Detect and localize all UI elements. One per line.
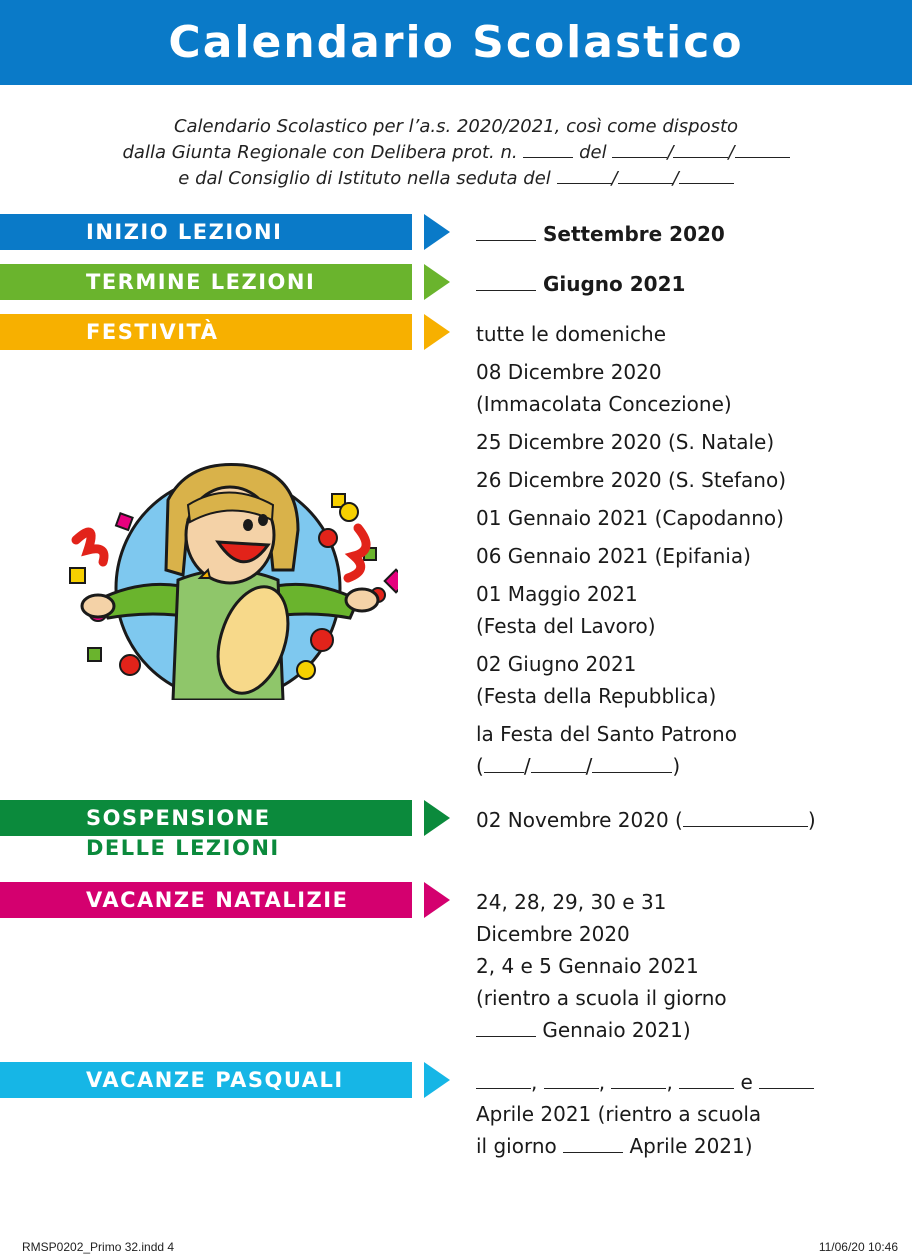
value-text: Settembre 2020 bbox=[542, 222, 725, 246]
conjunction: e bbox=[740, 1070, 753, 1094]
festivita-item: la Festa del Santo Patrono bbox=[476, 722, 737, 746]
slash: / bbox=[667, 142, 674, 163]
band-label: INIZIO LEZIONI bbox=[86, 220, 283, 244]
blank-month bbox=[530, 758, 586, 773]
festivita-item: tutte le domeniche bbox=[476, 322, 667, 346]
festivita-item: 08 Dicembre 2020 bbox=[476, 360, 662, 384]
blank-year bbox=[734, 143, 790, 158]
intro-text: Calendario Scolastico per l’a.s. 2020/20… bbox=[0, 114, 912, 192]
band-label: FESTIVITÀ bbox=[86, 320, 219, 344]
intro-consiglio-text: e dal Consiglio di Istituto nella seduta… bbox=[178, 168, 551, 189]
intro-del-text: del bbox=[579, 142, 607, 163]
slash: / bbox=[523, 754, 531, 778]
festivita-item: (Festa della Repubblica) bbox=[476, 684, 717, 708]
festivita-item: 06 Gennaio 2021 (Epifania) bbox=[476, 544, 751, 568]
value-pasquali: , , , e Aprile 2021 (rientro a scuola il… bbox=[476, 1066, 815, 1162]
footer-timestamp: 11/06/20 10:46 bbox=[818, 1240, 898, 1254]
band-sospensione: SOSPENSIONE bbox=[0, 800, 412, 836]
blank-day bbox=[759, 1074, 815, 1089]
paren: ) bbox=[672, 754, 681, 778]
pasquali-line: il giorno Aprile 2021) bbox=[476, 1130, 814, 1162]
intro-line-2: dalla Giunta Regionale con Delibera prot… bbox=[0, 140, 912, 166]
pasquali-line: Aprile 2021 (rientro a scuola bbox=[476, 1102, 762, 1126]
value-text: Gennaio 2021) bbox=[542, 1018, 691, 1042]
value-text: 02 Novembre 2020 ( bbox=[476, 808, 683, 832]
intro-delibera-text: dalla Giunta Regionale con Delibera prot… bbox=[122, 142, 518, 163]
pasquali-line: , , , e bbox=[476, 1066, 815, 1098]
band-termine-lezioni: TERMINE LEZIONI bbox=[0, 264, 412, 300]
band-label: TERMINE LEZIONI bbox=[86, 270, 316, 294]
blank-day bbox=[612, 143, 668, 158]
festivita-item: 25 Dicembre 2020 (S. Natale) bbox=[476, 430, 775, 454]
blank-day bbox=[476, 226, 536, 241]
blank-day bbox=[476, 276, 536, 291]
page-title: Calendario Scolastico bbox=[168, 17, 744, 68]
blank-day bbox=[476, 1022, 536, 1037]
band-label: VACANZE NATALIZIE bbox=[86, 888, 349, 912]
blank-day bbox=[556, 169, 612, 184]
band-label: VACANZE PASQUALI bbox=[86, 1068, 344, 1092]
arrow-icon bbox=[424, 1062, 450, 1098]
comma: , bbox=[666, 1070, 673, 1094]
value-termine: Giugno 2021 bbox=[476, 268, 685, 300]
value-inizio: Settembre 2020 bbox=[476, 218, 725, 250]
blank-day bbox=[563, 1138, 624, 1153]
band-vacanze-pasquali: VACANZE PASQUALI bbox=[0, 1062, 412, 1098]
festivita-item: 01 Gennaio 2021 (Capodanno) bbox=[476, 506, 784, 530]
band-label: SOSPENSIONE bbox=[86, 806, 271, 830]
festivita-list: tutte le domeniche 08 Dicembre 2020 (Imm… bbox=[476, 318, 786, 782]
band-festivita: FESTIVITÀ bbox=[0, 314, 412, 350]
slash: / bbox=[672, 168, 679, 189]
festivita-item: (Festa del Lavoro) bbox=[476, 614, 656, 638]
natalizie-line: (rientro a scuola il giorno bbox=[476, 986, 727, 1010]
comma: , bbox=[531, 1070, 538, 1094]
paren: ) bbox=[807, 808, 816, 832]
band-vacanze-natalizie: VACANZE NATALIZIE bbox=[0, 882, 412, 918]
natalizie-line: 24, 28, 29, 30 e 31 bbox=[476, 890, 667, 914]
blank-month bbox=[617, 169, 673, 184]
arrow-icon bbox=[424, 800, 450, 836]
festivita-item: 02 Giugno 2021 bbox=[476, 652, 637, 676]
blank-day bbox=[679, 1074, 735, 1089]
value-text: Aprile 2021) bbox=[629, 1134, 753, 1158]
slash: / bbox=[585, 754, 593, 778]
intro-line-1: Calendario Scolastico per l’a.s. 2020/20… bbox=[173, 116, 739, 137]
patrono-date-blanks: ( / /) bbox=[476, 750, 786, 782]
natalizie-line: 2, 4 e 5 Gennaio 2021 bbox=[476, 954, 699, 978]
slash: / bbox=[611, 168, 618, 189]
festivita-item: 01 Maggio 2021 bbox=[476, 582, 638, 606]
slash: / bbox=[728, 142, 735, 163]
arrow-icon bbox=[424, 214, 450, 250]
natalizie-line: Gennaio 2021) bbox=[476, 1014, 727, 1046]
festivita-item: (Immacolata Concezione) bbox=[476, 392, 732, 416]
blank-delibera-number bbox=[523, 143, 574, 158]
blank-reason bbox=[682, 812, 808, 827]
festivita-item: 26 Dicembre 2020 (S. Stefano) bbox=[476, 468, 787, 492]
arrow-icon bbox=[424, 882, 450, 918]
intro-line-3: e dal Consiglio di Istituto nella seduta… bbox=[0, 166, 912, 192]
arrow-icon bbox=[424, 314, 450, 350]
band-inizio-lezioni: INIZIO LEZIONI bbox=[0, 214, 412, 250]
value-text: il giorno bbox=[476, 1134, 557, 1158]
value-sospensione: 02 Novembre 2020 () bbox=[476, 804, 816, 836]
value-natalizie: 24, 28, 29, 30 e 31 Dicembre 2020 2, 4 e… bbox=[476, 886, 727, 1046]
arrow-icon bbox=[424, 264, 450, 300]
footer-file-name: RMSP0202_Primo 32.indd 4 bbox=[22, 1240, 175, 1254]
comma: , bbox=[598, 1070, 606, 1094]
blank-day bbox=[611, 1074, 667, 1089]
band-label-continuation: DELLE LEZIONI bbox=[86, 836, 280, 860]
blank-month bbox=[673, 143, 729, 158]
blank-year bbox=[592, 758, 673, 773]
blank-year bbox=[678, 169, 734, 184]
blank-day bbox=[483, 758, 524, 773]
blank-day bbox=[543, 1074, 599, 1089]
child-celebration-illustration bbox=[69, 462, 398, 700]
paren: ( bbox=[476, 754, 484, 778]
blank-day bbox=[476, 1074, 531, 1089]
page-header: Calendario Scolastico bbox=[0, 0, 912, 85]
natalizie-line: Dicembre 2020 bbox=[476, 922, 630, 946]
value-text: Giugno 2021 bbox=[542, 272, 686, 296]
